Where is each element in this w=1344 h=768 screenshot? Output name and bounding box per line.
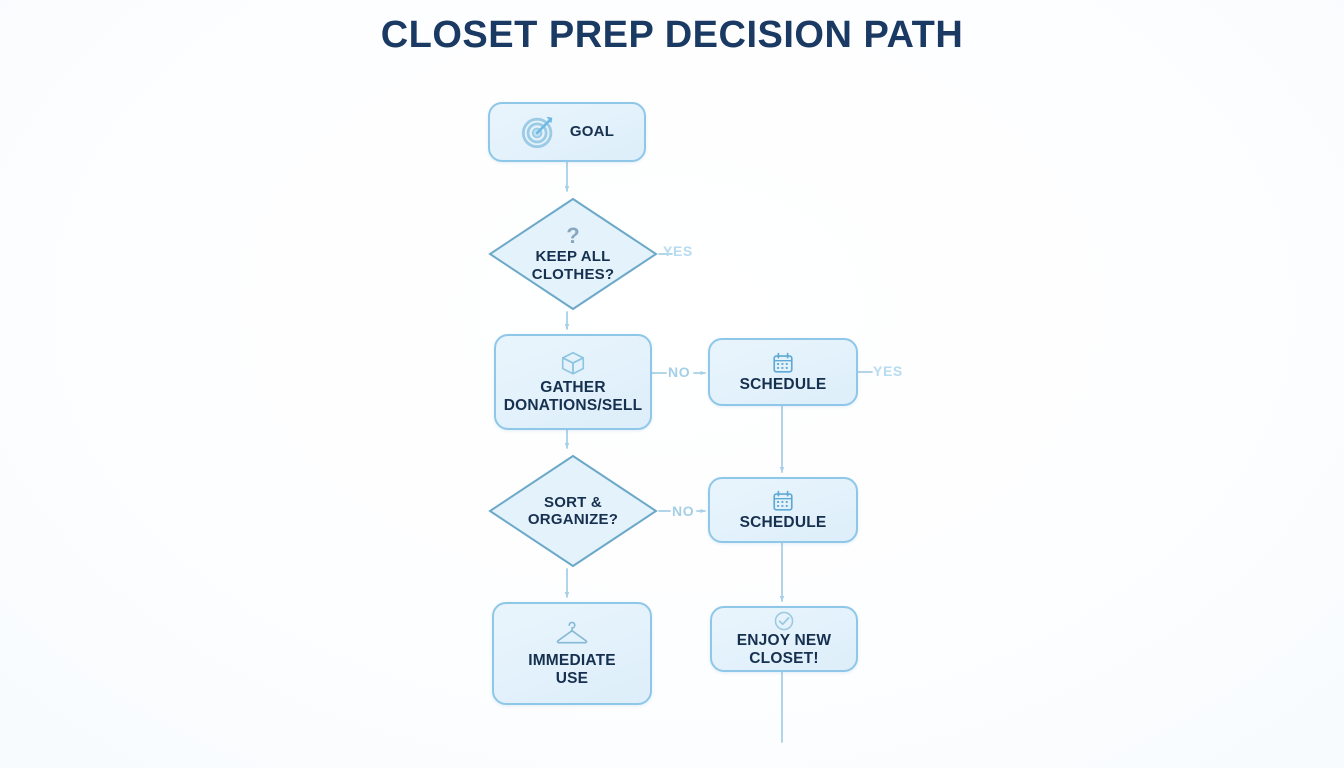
calendar-icon bbox=[771, 489, 795, 513]
diamond-shape bbox=[488, 454, 658, 568]
node-immediate-use-label: IMMEDIATE USE bbox=[528, 651, 616, 687]
node-schedule-1[interactable]: SCHEDULE bbox=[708, 338, 858, 406]
diamond-shape bbox=[488, 197, 658, 311]
target-icon bbox=[520, 113, 558, 151]
node-enjoy-new-closet-label: ENJOY NEW CLOSET! bbox=[736, 632, 832, 667]
node-enjoy-new-closet[interactable]: ENJOY NEW CLOSET! bbox=[710, 606, 858, 672]
page-title: CLOSET PREP DECISION PATH bbox=[380, 14, 964, 56]
node-goal[interactable]: GOAL bbox=[488, 102, 646, 162]
node-schedule-2-label: SCHEDULE bbox=[739, 513, 827, 531]
node-schedule-1-label: SCHEDULE bbox=[739, 375, 827, 393]
node-goal-label: GOAL bbox=[569, 123, 615, 141]
node-keep-all-clothes-label: KEEP ALL CLOTHES? bbox=[531, 248, 615, 283]
box-package-icon bbox=[559, 349, 587, 377]
node-sort-organize[interactable]: SORT & ORGANIZE? bbox=[487, 453, 659, 569]
node-immediate-use[interactable]: IMMEDIATE USE bbox=[492, 602, 652, 705]
node-schedule-2[interactable]: SCHEDULE bbox=[708, 477, 858, 543]
calendar-icon bbox=[771, 351, 795, 375]
node-sort-organize-label: SORT & ORGANIZE? bbox=[527, 493, 619, 528]
node-gather-donations-sell-label: GATHER DONATIONS/SELL bbox=[503, 379, 643, 414]
edge-label-no-1: NO bbox=[668, 364, 691, 380]
edge-label-yes-1: YES bbox=[663, 243, 693, 259]
node-gather-donations-sell[interactable]: GATHER DONATIONS/SELL bbox=[494, 334, 652, 430]
question-mark-icon: ? bbox=[566, 223, 580, 249]
edge-label-no-2: NO bbox=[672, 503, 695, 519]
check-circle-icon bbox=[773, 610, 795, 632]
clothes-hanger-icon bbox=[554, 620, 590, 648]
edge-label-yes-2: YES bbox=[873, 363, 903, 379]
node-keep-all-clothes[interactable]: ? KEEP ALL CLOTHES? bbox=[487, 196, 659, 312]
